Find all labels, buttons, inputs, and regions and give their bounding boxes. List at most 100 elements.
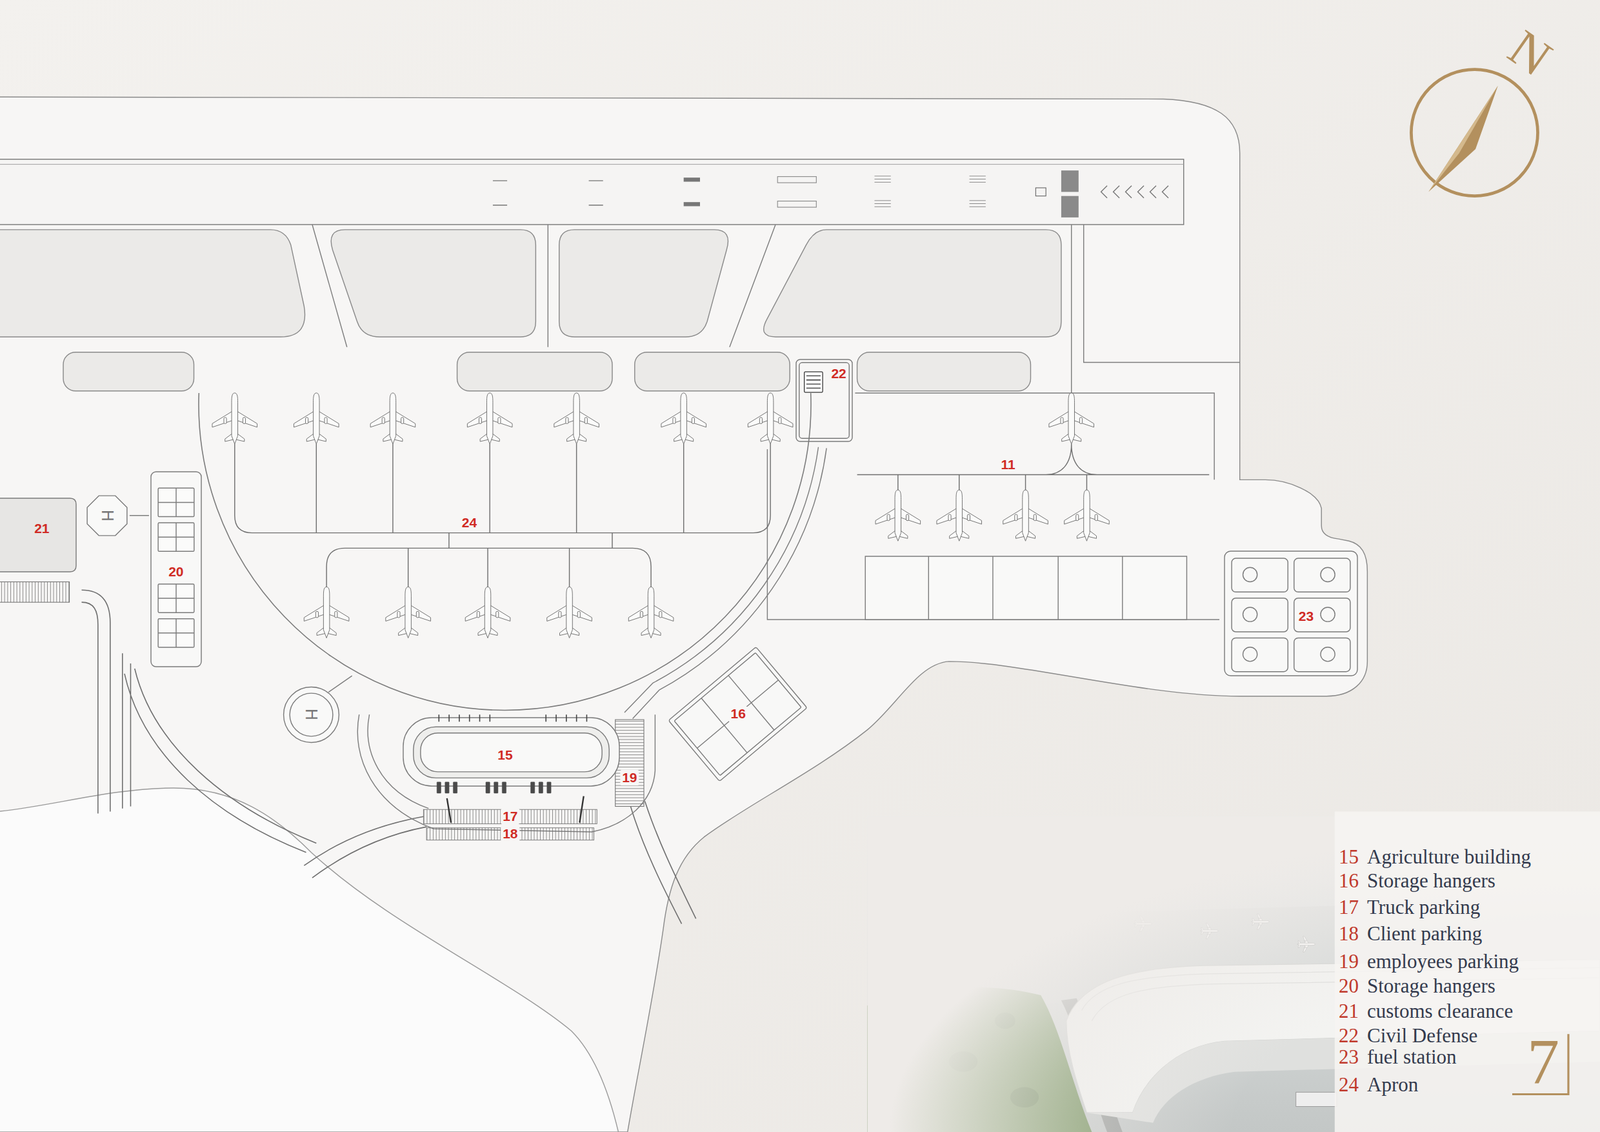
legend-text: Client parking: [1367, 921, 1482, 946]
ring-road: [357, 714, 655, 832]
node-outline: [1224, 550, 1358, 676]
building-icon: [805, 375, 820, 388]
gate-mark: [438, 714, 587, 722]
runway-marking: [969, 175, 986, 184]
runway-marking: [683, 201, 700, 206]
grass-island: [634, 352, 790, 391]
outline-part: [796, 359, 853, 442]
customs-building: 21: [0, 498, 77, 572]
node-outline: [198, 392, 811, 710]
taxiway-line: [312, 224, 1240, 620]
airplane: [1064, 489, 1110, 541]
legend-text: Agriculture building: [1367, 845, 1531, 869]
area-number: 15: [495, 747, 515, 763]
stand-line: [234, 443, 771, 587]
employees-parking: [615, 719, 644, 806]
outline-part: [158, 583, 195, 613]
runway-marking: [777, 201, 817, 208]
outline-part: [1231, 558, 1288, 592]
outline-part: [413, 726, 610, 778]
outline-part: [289, 692, 333, 737]
runway-edge-line: [0, 163, 1184, 165]
truck-dock: [501, 781, 506, 793]
outline-part: [283, 686, 340, 742]
outline-part: [87, 495, 128, 536]
outline-part: [668, 647, 808, 782]
airplane: [467, 392, 513, 444]
grass-island: [457, 352, 613, 391]
outline-part: [158, 522, 195, 551]
area-number: 16: [728, 706, 748, 722]
runway-chevrons: [1101, 185, 1169, 199]
outline-part: [1294, 638, 1351, 672]
runway-marking: [777, 176, 817, 183]
grass-island: [63, 352, 194, 391]
grass-island: [0, 229, 306, 337]
airplane: [385, 586, 431, 638]
airplane: [465, 586, 511, 638]
runway-threshold: [1061, 196, 1079, 218]
area-number: 21: [32, 520, 51, 537]
outline-part: [674, 652, 802, 776]
outline-part: [1231, 638, 1288, 672]
area-number: 11: [999, 456, 1018, 473]
airplane: [294, 392, 340, 444]
grass-island: [330, 229, 536, 337]
outline-part: [158, 487, 195, 517]
legend-number: 16: [1338, 869, 1359, 893]
legend-number: 22: [1338, 1023, 1359, 1048]
outline-part: [1320, 647, 1335, 662]
area-number: 17: [500, 808, 520, 824]
truck-dock: [530, 781, 535, 793]
airplane: [936, 489, 982, 541]
area-number: 20: [166, 563, 186, 580]
outline-part: [158, 583, 195, 613]
road: [81, 589, 697, 924]
truck-dock: [452, 781, 457, 793]
outline-part: [1242, 647, 1257, 662]
outline-part: [403, 717, 620, 786]
outline-part: [1294, 598, 1351, 632]
customs-parking: [0, 581, 70, 603]
outline-part: [158, 618, 195, 647]
runway-marking: [874, 200, 891, 209]
legend-number: 23: [1338, 1045, 1359, 1069]
runway-marking: [1035, 187, 1046, 197]
truck-dock: [445, 781, 450, 793]
runway-marking: [969, 200, 986, 209]
runway-marking: [874, 175, 891, 184]
ground-area: [0, 787, 619, 1132]
grass-island: [857, 352, 1031, 391]
outline-part: [1242, 567, 1257, 582]
truck-dock: [538, 781, 543, 793]
civil-defense-block: 22: [796, 359, 853, 442]
area-number: 23: [1296, 608, 1316, 624]
airplane: [875, 489, 921, 541]
storage-hangar-block: 20: [150, 471, 202, 667]
legend-number: 15: [1338, 845, 1359, 869]
stand-line: [857, 443, 1210, 490]
outline-part: [798, 361, 850, 438]
runway-threshold: [1061, 170, 1079, 192]
runway-marking: [492, 180, 604, 206]
helipad-mark: H: [98, 509, 117, 522]
outline-part: [158, 522, 195, 551]
outline-part: [198, 392, 811, 711]
legend-number: 20: [1338, 974, 1359, 998]
area-number: 24: [460, 514, 479, 531]
area-number: 22: [829, 365, 848, 382]
airplane: [1049, 392, 1095, 444]
airplane: [554, 392, 600, 444]
outline-part: [1242, 607, 1257, 622]
outline-part: [150, 471, 202, 667]
legend-panel: [1334, 810, 1600, 1132]
area-number: 18: [500, 825, 520, 842]
legend-text: customs clearance: [1367, 999, 1513, 1023]
legend-text: Storage hangers: [1367, 869, 1496, 893]
legend-text: Storage hangers: [1367, 974, 1496, 998]
truck-dock: [547, 781, 551, 793]
outline-part: [158, 618, 195, 647]
truck-dock: [493, 781, 498, 793]
